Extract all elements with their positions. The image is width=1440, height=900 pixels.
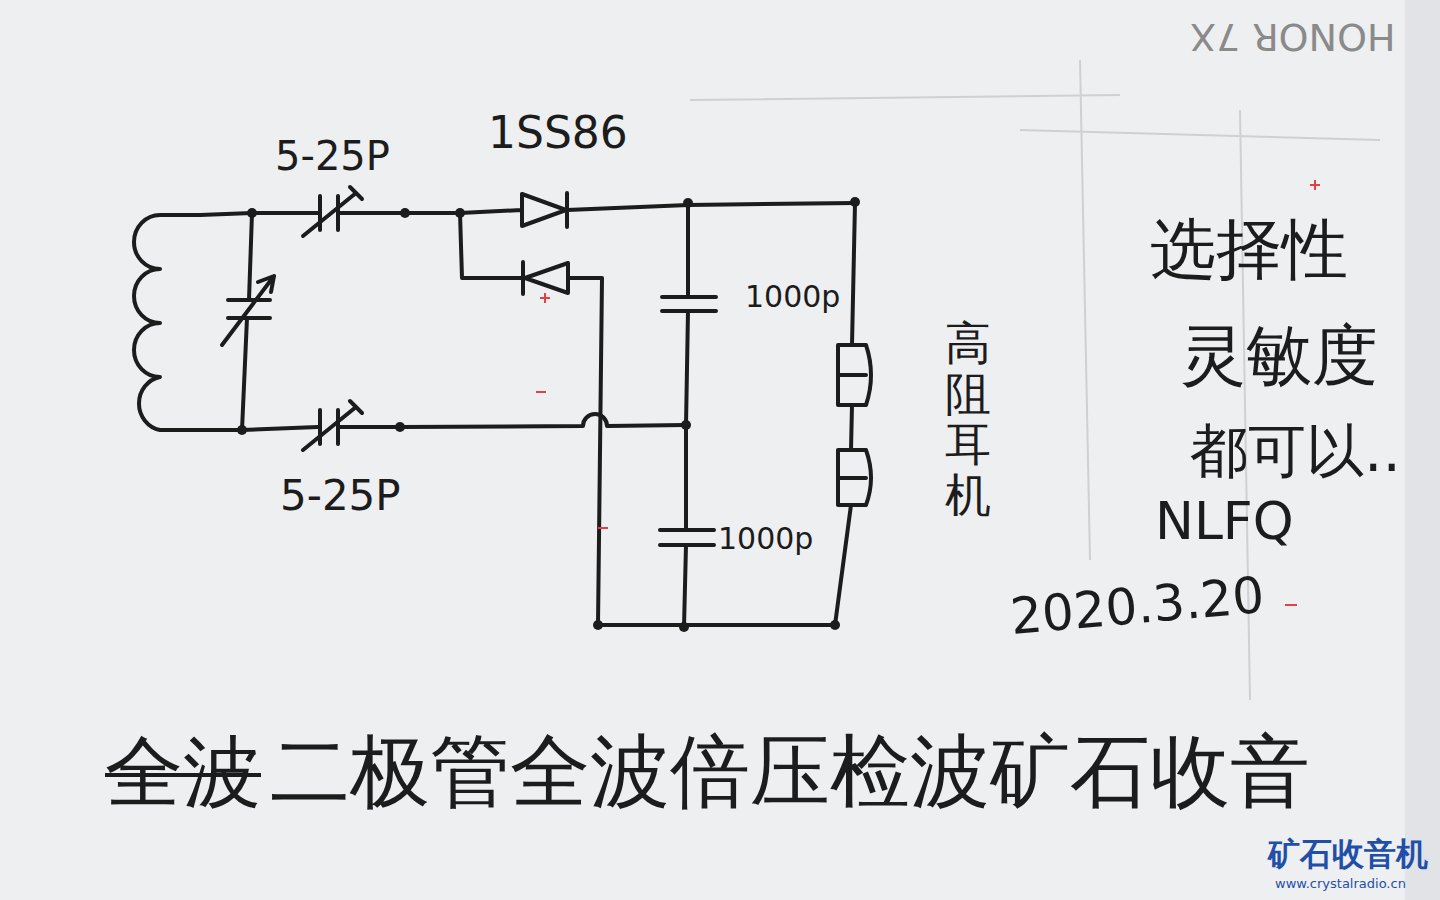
earphone-symbol: [838, 345, 871, 505]
coil-symbol: [134, 215, 200, 430]
signature: NLFQ: [1155, 492, 1294, 552]
diode-symbol: [460, 213, 602, 625]
site-watermark: 矿石收音机: [1268, 836, 1428, 873]
diode-part-number: 1SS86: [488, 108, 628, 159]
page-edge: [1405, 0, 1440, 900]
note-text: 灵敏度: [1180, 318, 1378, 394]
capacitor-value: 5-25P: [275, 133, 390, 179]
note-text: 都可以..: [1190, 418, 1401, 485]
wire: [200, 427, 318, 430]
wire: [835, 203, 855, 625]
junction-dots: [237, 197, 860, 632]
capacitor-symbol: [660, 205, 716, 627]
caption-text: 二极管全波倍压检波矿石收音: [270, 726, 1310, 818]
capacitor-value: 1000p: [745, 280, 840, 315]
headphone-label: 高阻耳机: [945, 318, 991, 520]
camera-watermark: HONOR 7X: [1190, 14, 1396, 58]
date-text: 2020.3.20: [1008, 567, 1267, 646]
capacitor-value: 5-25P: [280, 472, 401, 520]
show-through: [690, 60, 1380, 700]
diode-symbol: [460, 193, 855, 227]
wire: [598, 623, 835, 627]
site-url: www.crystalradio.cn: [1275, 877, 1406, 892]
wire: [200, 213, 318, 215]
struck-text: 全波: [105, 728, 261, 818]
note-text: 选择性: [1150, 212, 1348, 288]
trimmer-capacitor: [303, 401, 686, 450]
trimmer-capacitor: [303, 187, 460, 236]
variable-capacitor: [222, 213, 274, 430]
capacitor-value: 1000p: [718, 522, 813, 557]
